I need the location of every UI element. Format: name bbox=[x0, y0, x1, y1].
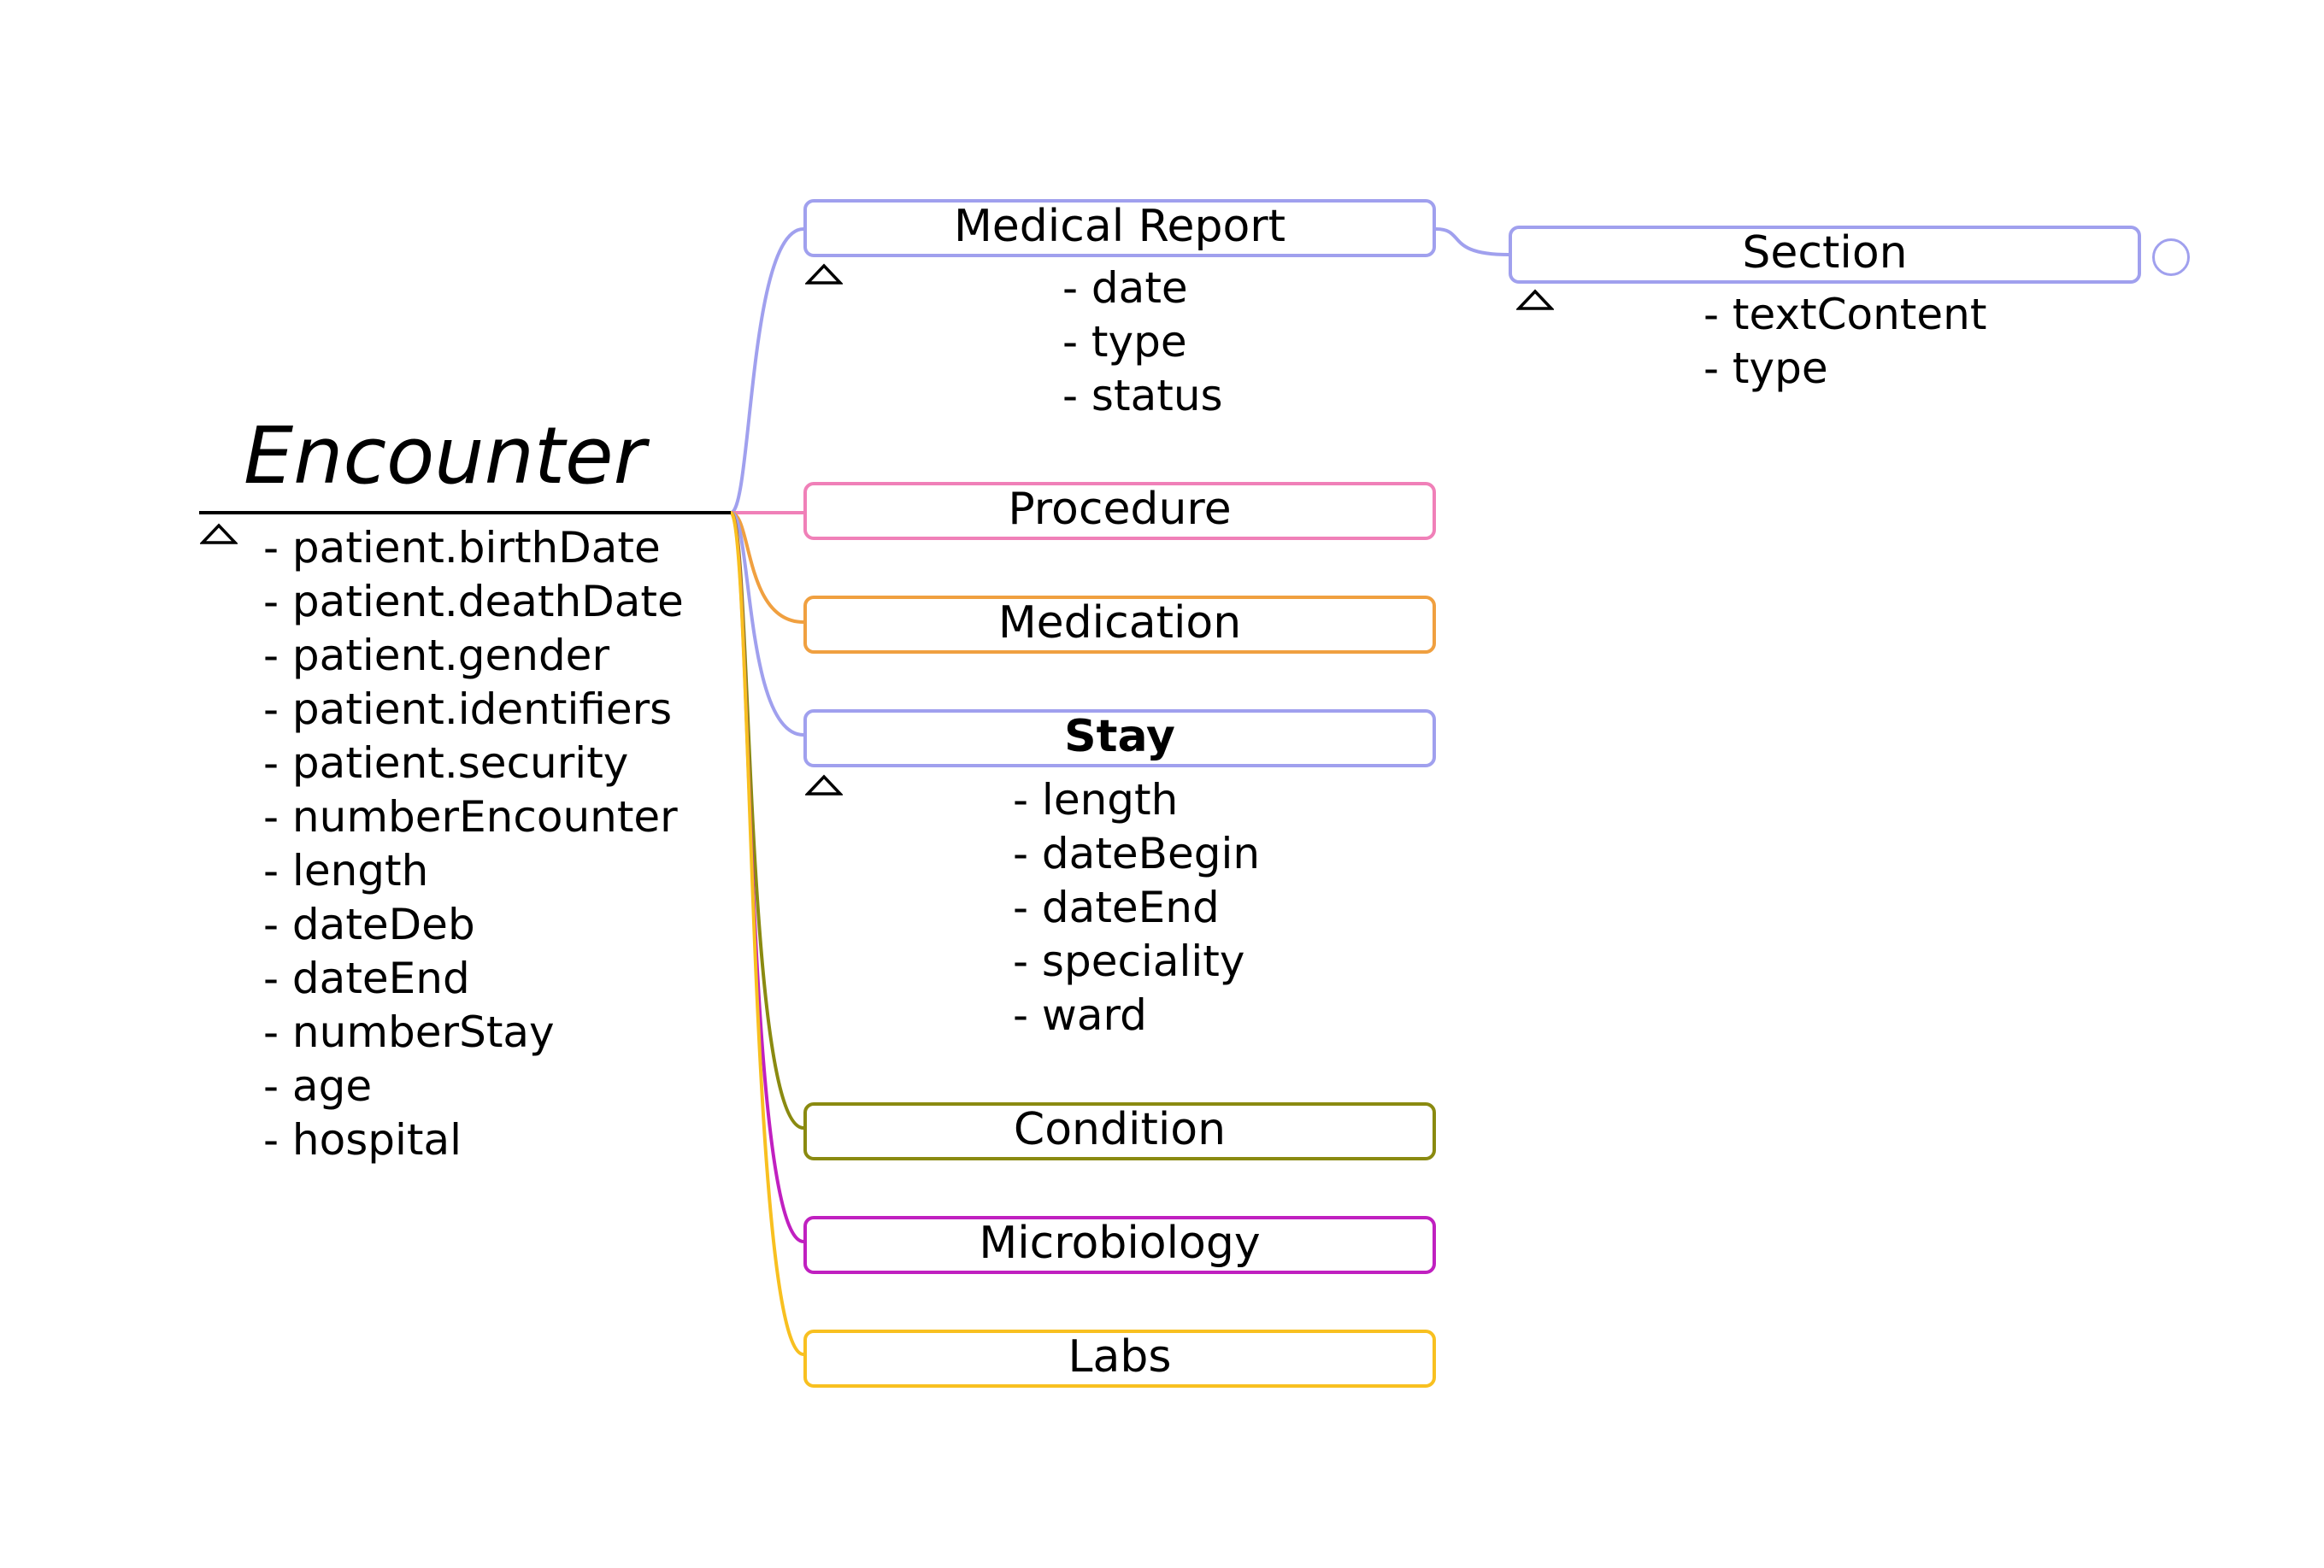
section-attribute-list: - textContent - type bbox=[1703, 288, 1986, 396]
connector-medical-report bbox=[729, 227, 804, 514]
attribute-item: - patient.gender bbox=[263, 631, 610, 680]
attribute-item: - length bbox=[263, 846, 429, 896]
node-section[interactable]: Section bbox=[1509, 226, 2141, 284]
attribute-item: - hospital bbox=[263, 1115, 462, 1165]
collapse-toggle-icon[interactable] bbox=[805, 774, 843, 796]
attribute-item: - patient.security bbox=[263, 738, 629, 788]
expand-circle-icon[interactable] bbox=[2152, 238, 2190, 276]
connector-medication bbox=[730, 511, 804, 624]
root-title: Encounter bbox=[244, 410, 646, 502]
connector-section bbox=[1435, 227, 1509, 256]
stay-attribute-list: - length - dateBegin - dateEnd - special… bbox=[1013, 773, 1260, 1042]
attribute-item: - type bbox=[1062, 317, 1187, 367]
medical-report-attribute-list: - date - type - status bbox=[1062, 261, 1223, 423]
connector-stay bbox=[730, 511, 804, 737]
node-condition[interactable]: Condition bbox=[803, 1102, 1436, 1160]
attribute-item: - patient.identifiers bbox=[263, 684, 673, 734]
attribute-item: - type bbox=[1703, 344, 1828, 393]
node-procedure[interactable]: Procedure bbox=[803, 482, 1436, 540]
node-stay[interactable]: Stay bbox=[803, 709, 1436, 767]
attribute-item: - dateDeb bbox=[263, 900, 475, 949]
collapse-toggle-icon[interactable] bbox=[1516, 289, 1554, 311]
attribute-item: - status bbox=[1062, 371, 1223, 420]
root-attribute-list: - patient.birthDate - patient.deathDate … bbox=[263, 521, 684, 1167]
attribute-item: - textContent bbox=[1703, 290, 1987, 339]
collapse-toggle-icon[interactable] bbox=[805, 263, 843, 285]
attribute-item: - date bbox=[1062, 263, 1188, 313]
node-medication[interactable]: Medication bbox=[803, 596, 1436, 654]
attribute-item: - patient.birthDate bbox=[263, 523, 661, 573]
attribute-item: - dateBegin bbox=[1013, 829, 1261, 878]
attribute-item: - age bbox=[263, 1061, 373, 1111]
attribute-item: - speciality bbox=[1013, 937, 1245, 986]
node-labs[interactable]: Labs bbox=[803, 1330, 1436, 1388]
attribute-item: - numberStay bbox=[263, 1007, 555, 1057]
attribute-item: - dateEnd bbox=[1013, 883, 1220, 932]
collapse-toggle-icon[interactable] bbox=[200, 523, 238, 545]
attribute-item: - ward bbox=[1013, 990, 1147, 1040]
attribute-item: - patient.deathDate bbox=[263, 577, 684, 626]
attribute-item: - numberEncounter bbox=[263, 792, 678, 842]
attribute-item: - length bbox=[1013, 775, 1179, 825]
node-medical-report[interactable]: Medical Report bbox=[803, 199, 1436, 257]
attribute-item: - dateEnd bbox=[263, 954, 470, 1003]
node-microbiology[interactable]: Microbiology bbox=[803, 1216, 1436, 1274]
connector-labs bbox=[729, 511, 804, 1356]
